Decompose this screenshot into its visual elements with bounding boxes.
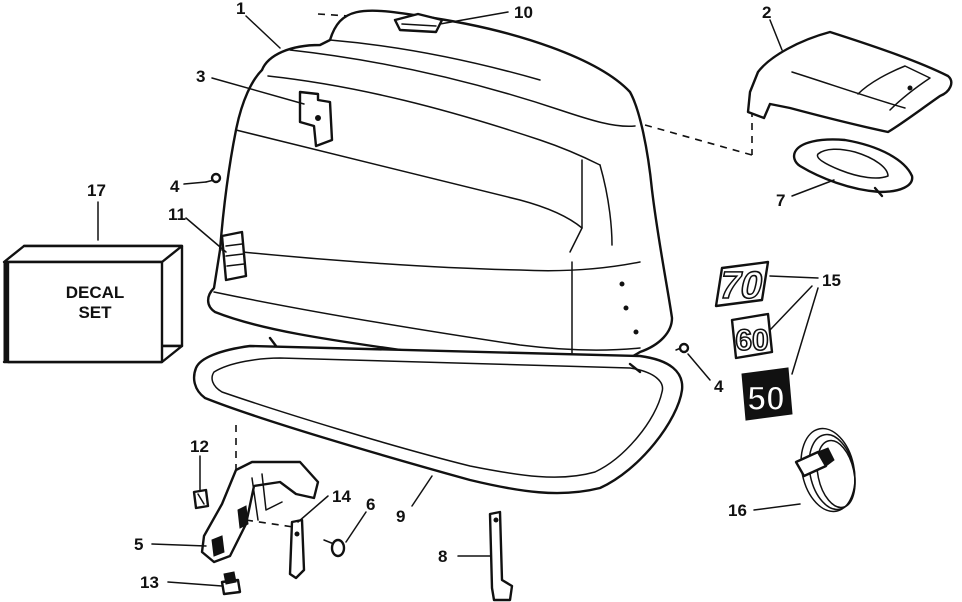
screw [323, 538, 346, 558]
rubber-foot [220, 571, 242, 596]
decal-60-text: 60 [735, 324, 768, 357]
callout-17: 17 [87, 181, 106, 200]
latch-rod [488, 510, 514, 602]
decal-box-line1: DECAL [66, 283, 125, 302]
decal-70: 70 [714, 260, 770, 308]
rear-bracket [200, 460, 320, 564]
leader-lines [97, 11, 835, 587]
latch-plate [393, 12, 444, 34]
callout-3: 3 [196, 67, 205, 86]
silencer-cover [746, 30, 953, 134]
callout-2: 2 [762, 3, 771, 22]
motor-cover [206, 9, 674, 390]
callout-1: 1 [236, 0, 245, 18]
callout-4-upper: 4 [170, 177, 180, 196]
callout-13: 13 [140, 573, 159, 592]
cover-seal [192, 336, 684, 495]
decal-box-line2: SET [78, 303, 112, 322]
callout-15: 15 [822, 271, 841, 290]
callout-12: 12 [190, 437, 209, 456]
decal-50: 50 [741, 367, 793, 421]
latch-bracket [298, 90, 334, 148]
screw-upper [205, 172, 222, 184]
callout-6: 6 [366, 495, 375, 514]
callout-11: 11 [168, 205, 186, 224]
callout-9: 9 [396, 507, 405, 526]
model-decals: 70 60 50 [714, 260, 793, 421]
callout-10: 10 [514, 3, 533, 22]
silencer-base [792, 138, 914, 198]
decal-70-text: 70 [716, 264, 767, 307]
callout-5: 5 [134, 535, 143, 554]
callouts: 1 10 2 3 4 11 17 7 15 4 12 14 6 9 5 8 13… [87, 0, 841, 592]
clip [192, 488, 210, 510]
callout-4-lower: 4 [714, 377, 724, 396]
callout-8: 8 [438, 547, 447, 566]
decal-60: 60 [730, 312, 774, 360]
decal-50-text: 50 [747, 380, 785, 418]
decal-set-box: DECAL SET [2, 244, 184, 364]
side-grommet [220, 230, 248, 282]
callout-14: 14 [332, 487, 351, 506]
callout-7: 7 [776, 191, 785, 210]
callout-16: 16 [728, 501, 747, 520]
strap [288, 518, 306, 580]
screw-lower [675, 342, 690, 354]
wire-harness-coil [794, 427, 856, 513]
